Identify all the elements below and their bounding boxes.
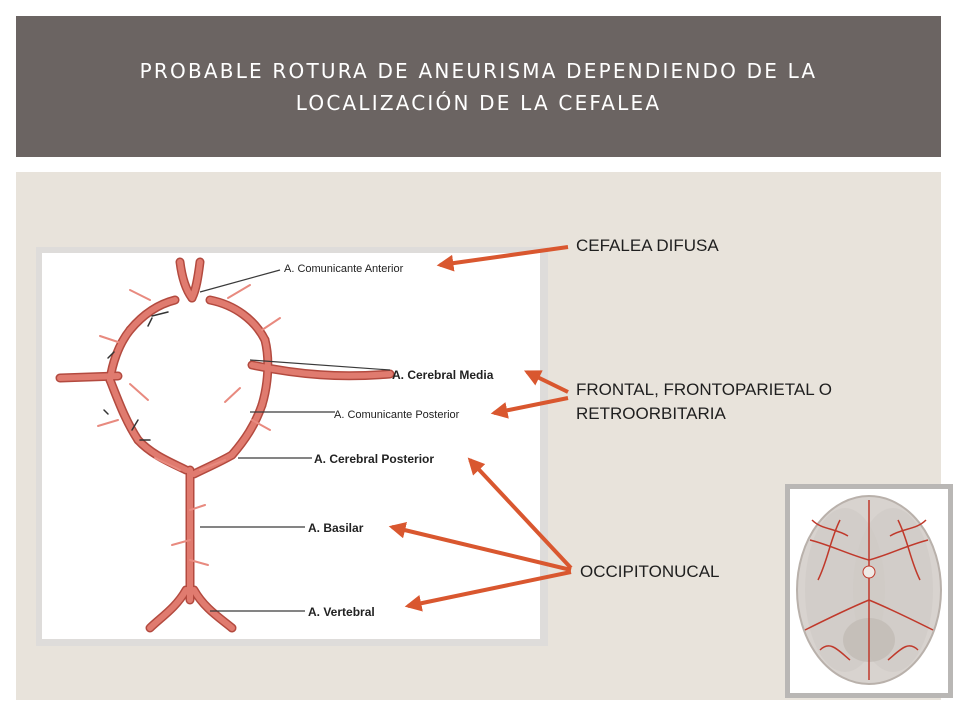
arrow-cerebral-media — [523, 370, 569, 394]
arrow-vertebral — [404, 570, 572, 612]
arrow-cerebral-posterior — [467, 457, 573, 570]
label-comunicante-posterior: A. Comunicante Posterior — [334, 409, 460, 421]
title-band: PROBABLE ROTURA DE ANEURISMA DEPENDIENDO… — [16, 16, 941, 157]
headache-label-frontal-line1: FRONTAL, FRONTOPARIETAL O — [576, 380, 832, 399]
label-cerebral-media: A. Cerebral Media — [392, 368, 494, 382]
headache-arrows — [388, 245, 573, 612]
headache-label-difusa: CEFALEA DIFUSA — [576, 236, 719, 255]
artery-leader-lines — [199, 269, 391, 612]
slide-title: PROBABLE ROTURA DE ANEURISMA DEPENDIENDO… — [139, 58, 818, 115]
label-vertebral: A. Vertebral — [308, 605, 375, 619]
label-cerebral-posterior: A. Cerebral Posterior — [314, 452, 434, 466]
circle-of-willis-illustration — [55, 257, 395, 633]
headache-label-frontal-line2: RETROORBITARIA — [576, 404, 726, 423]
arrow-difusa — [436, 245, 569, 272]
arrow-basilar — [388, 521, 572, 572]
artery-diagram-canvas — [42, 253, 540, 639]
brain-base-illustration — [796, 495, 942, 685]
arrow-comunicante-posterior — [490, 396, 569, 419]
headache-label-occipital: OCCIPITONUCAL — [580, 562, 720, 581]
label-basilar: A. Basilar — [308, 521, 364, 535]
label-comunicante-anterior: A. Comunicante Anterior — [284, 263, 404, 275]
